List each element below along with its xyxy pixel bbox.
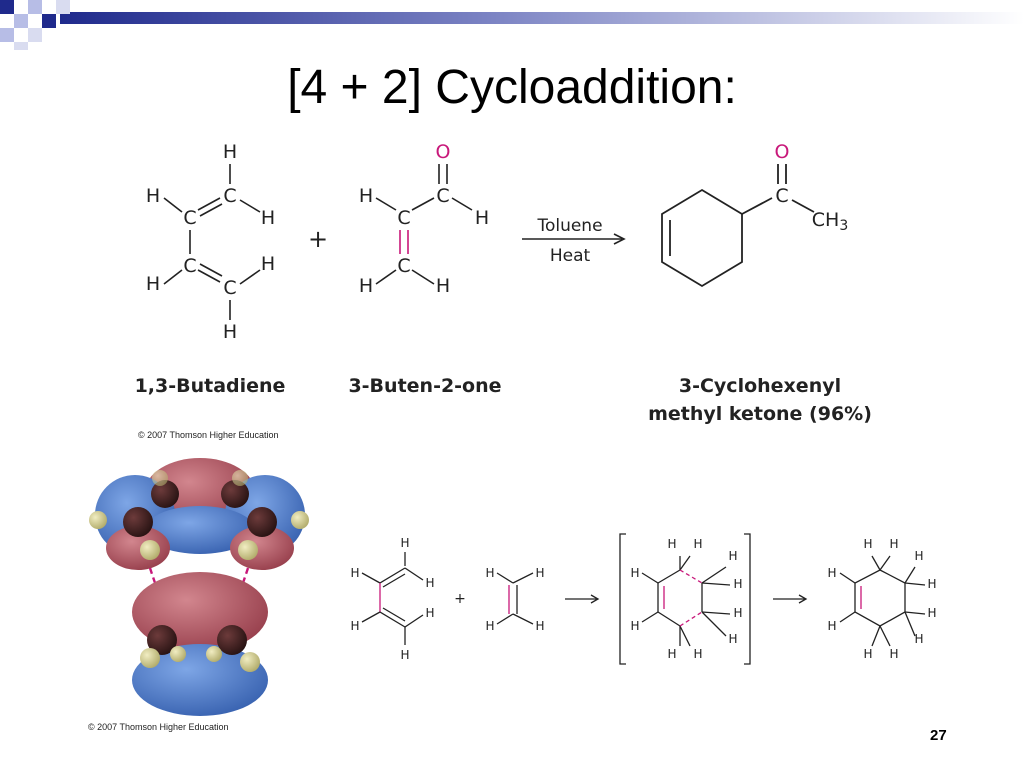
atom-h: H <box>400 648 409 662</box>
plus-sign: + <box>308 225 328 253</box>
atom-h: H <box>223 321 237 343</box>
atom-h: H <box>146 273 160 295</box>
atom-h: H <box>889 537 898 551</box>
atom-h: H <box>914 549 923 563</box>
atom-h: H <box>667 537 676 551</box>
slide-title: [4 + 2] Cycloaddition: <box>287 61 737 114</box>
atom-h: H <box>827 619 836 633</box>
atom-c: C <box>223 185 236 207</box>
diene-structure: H C H C H C H H C H <box>146 141 275 343</box>
atom-h: H <box>914 632 923 646</box>
atom-h: H <box>889 647 898 661</box>
atom-h: H <box>728 549 737 563</box>
mechanism-arrows <box>565 533 808 665</box>
atom-h: H <box>146 185 160 207</box>
product-ring <box>661 164 815 288</box>
atom-h: H <box>475 207 489 229</box>
diene-bonds <box>163 164 261 320</box>
atom-h: H <box>400 536 409 550</box>
atom-h: H <box>261 207 275 229</box>
atom-h: H <box>733 577 742 591</box>
atom-h: H <box>728 632 737 646</box>
mechanism-atoms: H H H H H H H H H H H H H H H H H H H H … <box>350 536 936 662</box>
atom-h: H <box>359 185 373 207</box>
atom-o: O <box>436 141 451 163</box>
name-dienophile: 3-Buten-2-one <box>348 375 502 397</box>
atom-h: H <box>693 647 702 661</box>
plus-sign: + <box>454 591 466 607</box>
atom-h: H <box>667 647 676 661</box>
atom-h: H <box>359 275 373 297</box>
product-atoms: O C CH3 <box>775 141 849 234</box>
atom-c: C <box>775 185 788 207</box>
atom-h: H <box>630 619 639 633</box>
name-product-line2: methyl ketone (96%) <box>648 403 872 425</box>
condition-heat: Heat <box>550 246 591 266</box>
atom-h: H <box>535 619 544 633</box>
atom-c: C <box>397 255 410 277</box>
copyright-bottom: © 2007 Thomson Higher Education <box>88 722 229 732</box>
condition-solvent: Toluene <box>536 216 602 236</box>
atom-h: H <box>863 647 872 661</box>
top-reaction-scheme: H C H C H C H H C H + O C H H C C H H <box>146 141 849 343</box>
atom-ch3: CH3 <box>812 209 848 234</box>
atom-h: H <box>827 566 836 580</box>
atom-h: H <box>485 566 494 580</box>
atom-h: H <box>927 606 936 620</box>
atom-h: H <box>485 619 494 633</box>
atom-o: O <box>775 141 790 163</box>
atom-c: C <box>183 255 196 277</box>
atom-h: H <box>436 275 450 297</box>
atom-h: H <box>535 566 544 580</box>
atom-h: H <box>350 619 359 633</box>
name-diene: 1,3-Butadiene <box>134 375 286 397</box>
atom-h: H <box>425 576 434 590</box>
atom-h: H <box>350 566 359 580</box>
atom-h: H <box>693 537 702 551</box>
atom-h: H <box>261 253 275 275</box>
page-number: 27 <box>930 727 947 744</box>
dienophile-structure: O C H H C C H H <box>359 141 489 297</box>
header-decoration <box>0 0 1024 50</box>
atom-c: C <box>183 207 196 229</box>
atom-h: H <box>630 566 639 580</box>
atom-h: H <box>223 141 237 163</box>
atom-h: H <box>733 606 742 620</box>
mechanism-bonds <box>361 552 926 647</box>
name-product-line1: 3-Cyclohexenyl <box>678 375 842 397</box>
atom-c: C <box>436 185 449 207</box>
atom-c: C <box>397 207 410 229</box>
atom-h: H <box>863 537 872 551</box>
atom-h: H <box>425 606 434 620</box>
atom-c: C <box>223 277 236 299</box>
dienophile-bonds <box>375 164 473 285</box>
copyright-top: © 2007 Thomson Higher Education <box>138 430 279 440</box>
atom-h: H <box>927 577 936 591</box>
